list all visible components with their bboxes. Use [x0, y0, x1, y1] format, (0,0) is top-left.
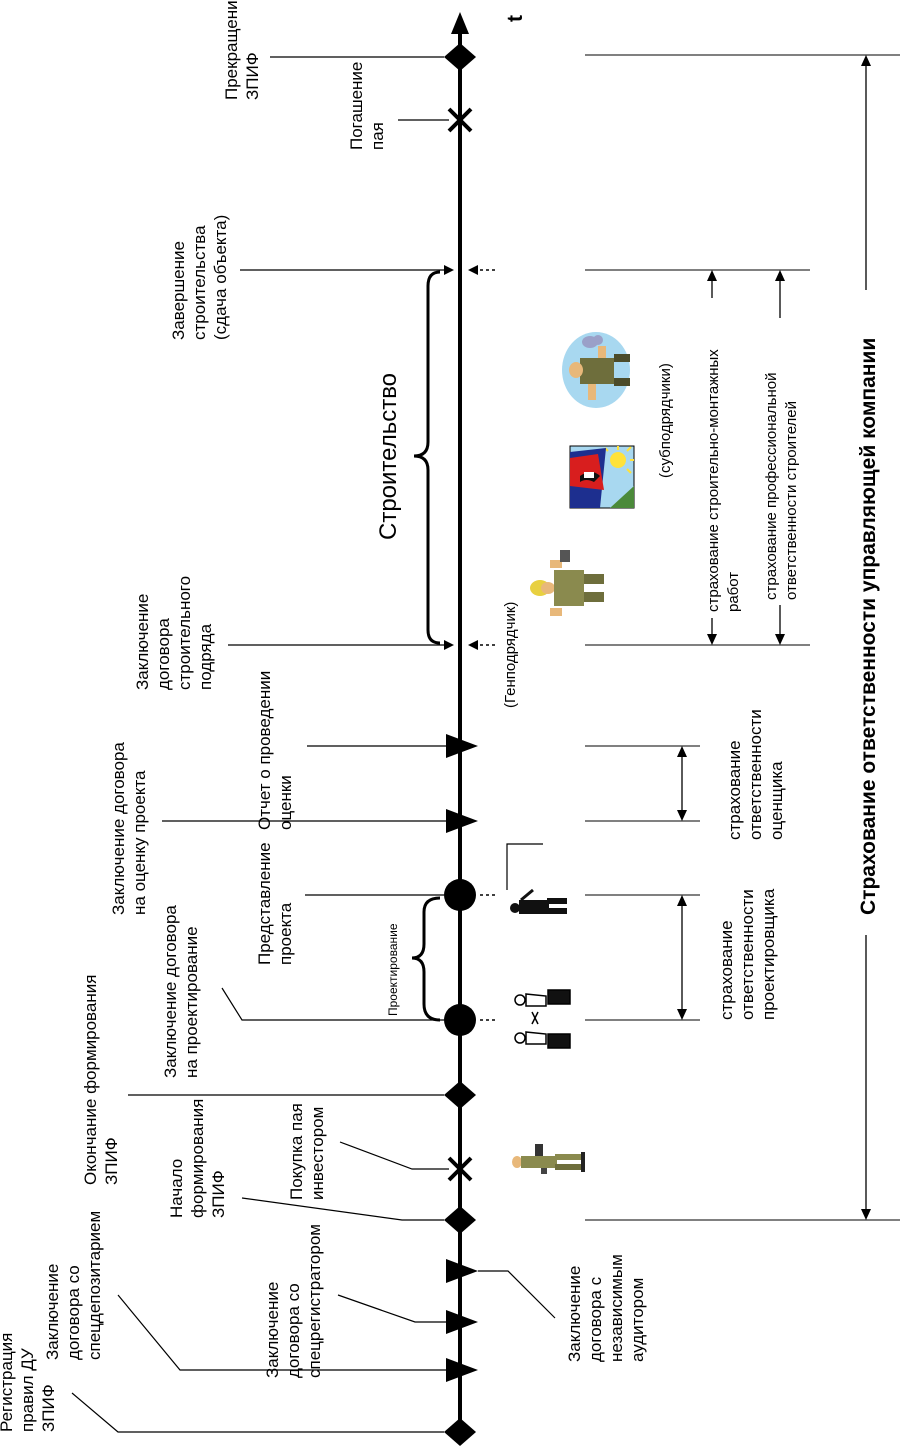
label-construction-phase: Строительство [375, 373, 402, 540]
presenter-icon [506, 843, 567, 914]
builders-liability-insurance-span [775, 270, 785, 645]
construction-works-insurance-span [707, 270, 717, 645]
label-formation-start: Начало формирования ЗПИФ [167, 1094, 228, 1218]
marker-diamond-formation-start [444, 1206, 476, 1234]
marker-diamond-registration [444, 1418, 476, 1446]
label-formation-end: Окончание формирования ЗПИФ [81, 970, 121, 1185]
designer-insurance-span [677, 895, 687, 1020]
leader-registrar [337, 1294, 446, 1323]
leader-share-purchase [339, 1141, 449, 1170]
leader-auditor [478, 1270, 556, 1319]
leader-registration [71, 1392, 444, 1433]
label-construction-works-insurance: страхование строительно-монтажных работ [705, 345, 742, 612]
label-designer-insurance: страхование ответственности проектировщи… [717, 884, 778, 1020]
leader-depositary [117, 1294, 446, 1371]
label-auditor: Заключение договора с независимым аудито… [565, 1249, 647, 1362]
marker-x-share-purchase [447, 1156, 473, 1182]
marker-circle-project-presentation [444, 879, 476, 911]
businessman-icon [512, 1144, 585, 1174]
leader-design-contract [221, 987, 444, 1021]
marker-circle-design-contract [444, 1004, 476, 1036]
label-registration: Регистрация правил ДУ ЗПИФ [0, 1328, 58, 1432]
leader-lines [71, 56, 556, 1433]
label-share-purchase: Покупка пая инвестором [287, 1098, 327, 1200]
design-phase-brace [411, 896, 441, 1022]
meeting-icon [514, 989, 571, 1049]
label-management-company-insurance: Страхование ответственности управляющей … [857, 338, 880, 915]
marker-diamond-formation-end [444, 1081, 476, 1109]
construction-phase-brace [413, 270, 441, 645]
axis-label-t: t [504, 15, 527, 22]
label-project-presentation: Представление проекта [255, 838, 295, 965]
marker-triangle-auditor [446, 1259, 478, 1283]
marker-arrow-construction-end [444, 265, 478, 275]
label-design-phase: Проектирование [386, 923, 400, 1016]
insurance-boundaries [585, 54, 900, 1221]
builder-icon [530, 550, 604, 616]
marker-arrow-construction-start [444, 640, 478, 650]
marker-triangle-appraisal-report [446, 734, 478, 758]
label-construction-end: Завершение строительства (сдача объекта) [169, 215, 230, 340]
leader-formation-start [241, 1197, 444, 1221]
label-general-contractor: (Генподрядчик) [502, 602, 519, 708]
worker-icon [562, 332, 630, 408]
marker-x-share-redemption [447, 107, 473, 133]
label-appraisal-report: Отчет о проведении оценки [255, 666, 295, 830]
marker-triangle-depositary [446, 1358, 478, 1382]
label-appraisal-contract: Заключение договора на оценку проекта [109, 737, 149, 915]
label-appraiser-insurance: страхование ответственности оценщика [725, 704, 786, 840]
label-subcontractors: (субподрядчики) [657, 363, 674, 478]
poster-icon [569, 445, 635, 509]
marker-triangle-appraisal-contract [446, 809, 478, 833]
label-builders-liability-insurance: страхование профессиональной ответственн… [763, 368, 800, 600]
label-registrar: Заключение договора со спецрегистратором [263, 1224, 324, 1378]
dashed-ticks [480, 269, 495, 1021]
label-design-contract: Заключение договора на проектирование [161, 900, 201, 1078]
management-company-insurance-span [861, 55, 871, 1220]
appraiser-insurance-span [677, 746, 687, 821]
label-termination: Прекращение ЗПИФ [222, 0, 262, 100]
time-axis-arrowhead [451, 12, 469, 34]
label-share-redemption: Погашение пая [347, 57, 387, 150]
marker-diamond-termination [444, 43, 476, 71]
marker-triangle-registrar [446, 1310, 478, 1334]
label-depositary: Заключение договора со спецдепозитарием [43, 1211, 104, 1360]
label-construction-contract: Заключение договора строительного подряд… [133, 571, 215, 690]
